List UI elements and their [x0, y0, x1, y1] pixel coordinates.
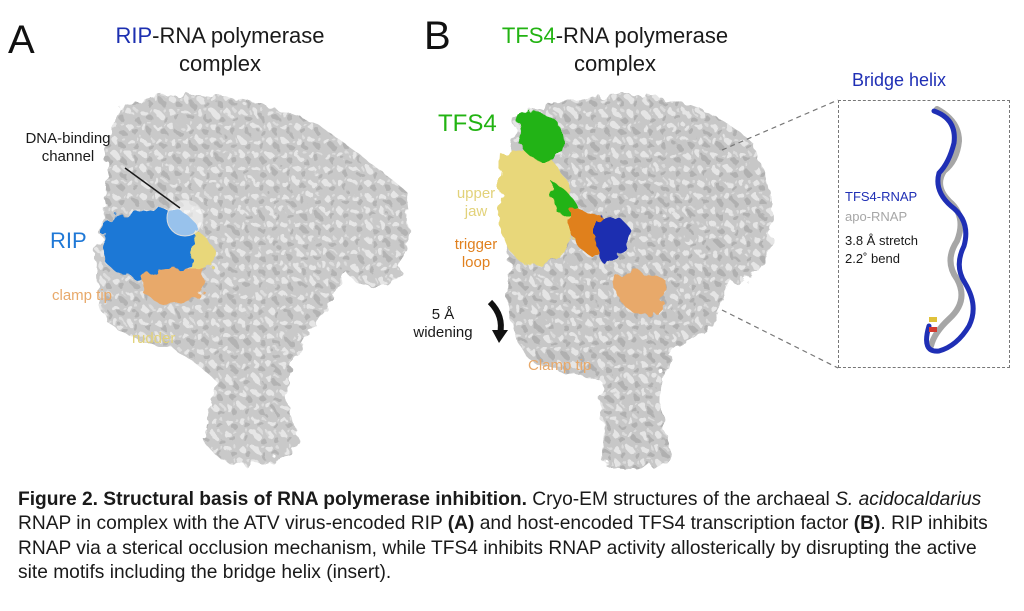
connector-top	[721, 99, 839, 151]
rudder-label: rudder	[132, 330, 176, 347]
trigger-line1: trigger	[454, 236, 498, 253]
insert-connector-lines	[721, 99, 839, 369]
widening-label: 5 Å widening	[398, 306, 488, 342]
tfs4-helix-path	[924, 108, 976, 354]
widening-line2: widening	[413, 324, 473, 341]
panel-a-title: RIP-RNA polymerase complex	[95, 22, 345, 77]
trigger-line2: loop	[461, 254, 491, 271]
dna-binding-channel-label: DNA-binding channel	[8, 130, 128, 166]
widening-line1: 5 Å	[431, 306, 455, 323]
panel-b-title-rest: -RNA polymerase	[555, 23, 729, 48]
tfs4-rnap-label: TFS4-RNAP	[845, 189, 918, 204]
figure-caption: Figure 2. Structural basis of RNA polyme…	[18, 488, 1008, 586]
channel-pointer-line	[124, 167, 181, 209]
insert-box: TFS4-RNAP apo-RNAP 3.8 Å stretch 2.2˚ be…	[838, 100, 1010, 368]
panel-b-title-highlight: TFS4	[501, 23, 556, 48]
upper-jaw-line1: upper	[456, 185, 496, 202]
panel-b-density-map	[498, 95, 773, 469]
clamp-tip-density-a	[140, 268, 206, 304]
caption-part1: Cryo-EM structures of the archaeal	[526, 489, 836, 510]
panel-b-title-line2: complex	[574, 50, 656, 76]
apo-rnap-label: apo-RNAP	[845, 209, 908, 224]
dna-channel-marker	[166, 199, 204, 237]
caption-part3: and host-encoded TFS4 transcription fact…	[474, 513, 854, 535]
panel-a-title-line2: complex	[179, 50, 261, 76]
upper-jaw-line2: jaw	[464, 203, 488, 220]
panel-b-title: TFS4-RNA polymerase complex	[490, 22, 740, 77]
caption-ref-b: (B)	[853, 513, 881, 535]
clamp-tip-label-b: Clamp tip	[528, 357, 592, 374]
widening-arrow-icon	[487, 299, 508, 343]
panel-a-density-map	[96, 94, 409, 465]
connector-bottom	[721, 309, 839, 369]
clamp-tip-label-a: clamp tip	[52, 287, 113, 304]
panel-label-b: B	[424, 14, 451, 58]
rnap-density-a	[96, 94, 409, 465]
tfs4-label: TFS4	[438, 110, 497, 137]
caption-part2: RNAP in complex with the ATV virus-encod…	[18, 513, 448, 535]
bridge-helix-density	[595, 216, 630, 265]
channel-label-line1: DNA-binding	[25, 130, 111, 147]
tfs4-density	[518, 111, 564, 162]
panel-a-title-rest: -RNA polymerase	[152, 23, 325, 48]
tfs4-density-2	[550, 180, 580, 215]
caption-title: Figure 2. Structural basis of RNA polyme…	[18, 489, 527, 510]
helix-marker-red	[929, 327, 937, 332]
upper-jaw-label: upper jaw	[446, 185, 506, 221]
rip-label: RIP	[50, 228, 87, 253]
caption-species: S. acidocaldarius	[835, 489, 982, 510]
stretch-label: 3.8 Å stretch	[845, 233, 918, 248]
upper-jaw-density	[498, 150, 574, 266]
apo-helix-path	[928, 106, 965, 349]
helix-marker-yellow	[929, 317, 937, 322]
trigger-loop-label: trigger loop	[446, 236, 506, 272]
rudder-density	[190, 230, 215, 272]
panel-label-a: A	[8, 18, 35, 62]
bridge-helix-diagram	[924, 106, 976, 354]
caption-part4: . RIP inhibits RNAP via a sterical occlu…	[18, 513, 988, 584]
bend-label: 2.2˚ bend	[845, 251, 900, 266]
clamp-tip-density-b	[615, 271, 666, 315]
panel-a-title-highlight: RIP	[115, 23, 153, 48]
caption-ref-a: (A)	[447, 513, 475, 535]
insert-title: Bridge helix	[852, 70, 947, 90]
channel-label-line2: channel	[41, 148, 95, 165]
